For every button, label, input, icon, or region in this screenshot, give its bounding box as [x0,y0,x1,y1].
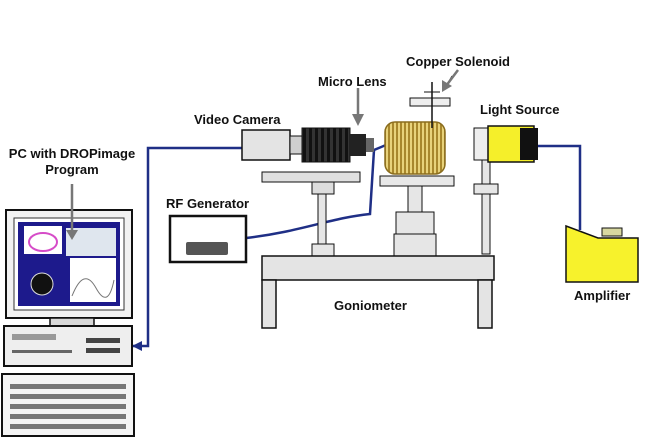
goniometer-label: Goniometer [334,298,407,313]
amplifier [565,224,639,283]
amplifier-label: Amplifier [574,288,631,303]
stage-posts [311,149,499,263]
rf-generator [168,214,248,264]
video-camera-label: Video Camera [194,112,281,127]
bellows [301,127,351,163]
arrow-down-icon [66,230,78,240]
copper-solenoid [379,75,455,187]
micro-lens [350,134,366,156]
pc-computer [1,209,135,437]
copper-solenoid-label: Copper Solenoid [406,54,510,69]
rf-generator-label: RF Generator [166,196,250,211]
goniometer [261,255,495,329]
pc-label-line1: PC with DROPimage [8,146,136,161]
video-camera [241,127,374,195]
cpu-case [3,325,133,367]
micro-lens-label: Micro Lens [318,74,387,89]
pc-label-line2: Program [45,162,99,177]
light-source-label: Light Source [480,102,560,117]
pc-label: PC with DROPimage Program [2,146,142,178]
light-source-to-amplifier-cable [538,144,582,230]
arrow-left-icon [132,341,142,351]
light-source [473,125,538,163]
